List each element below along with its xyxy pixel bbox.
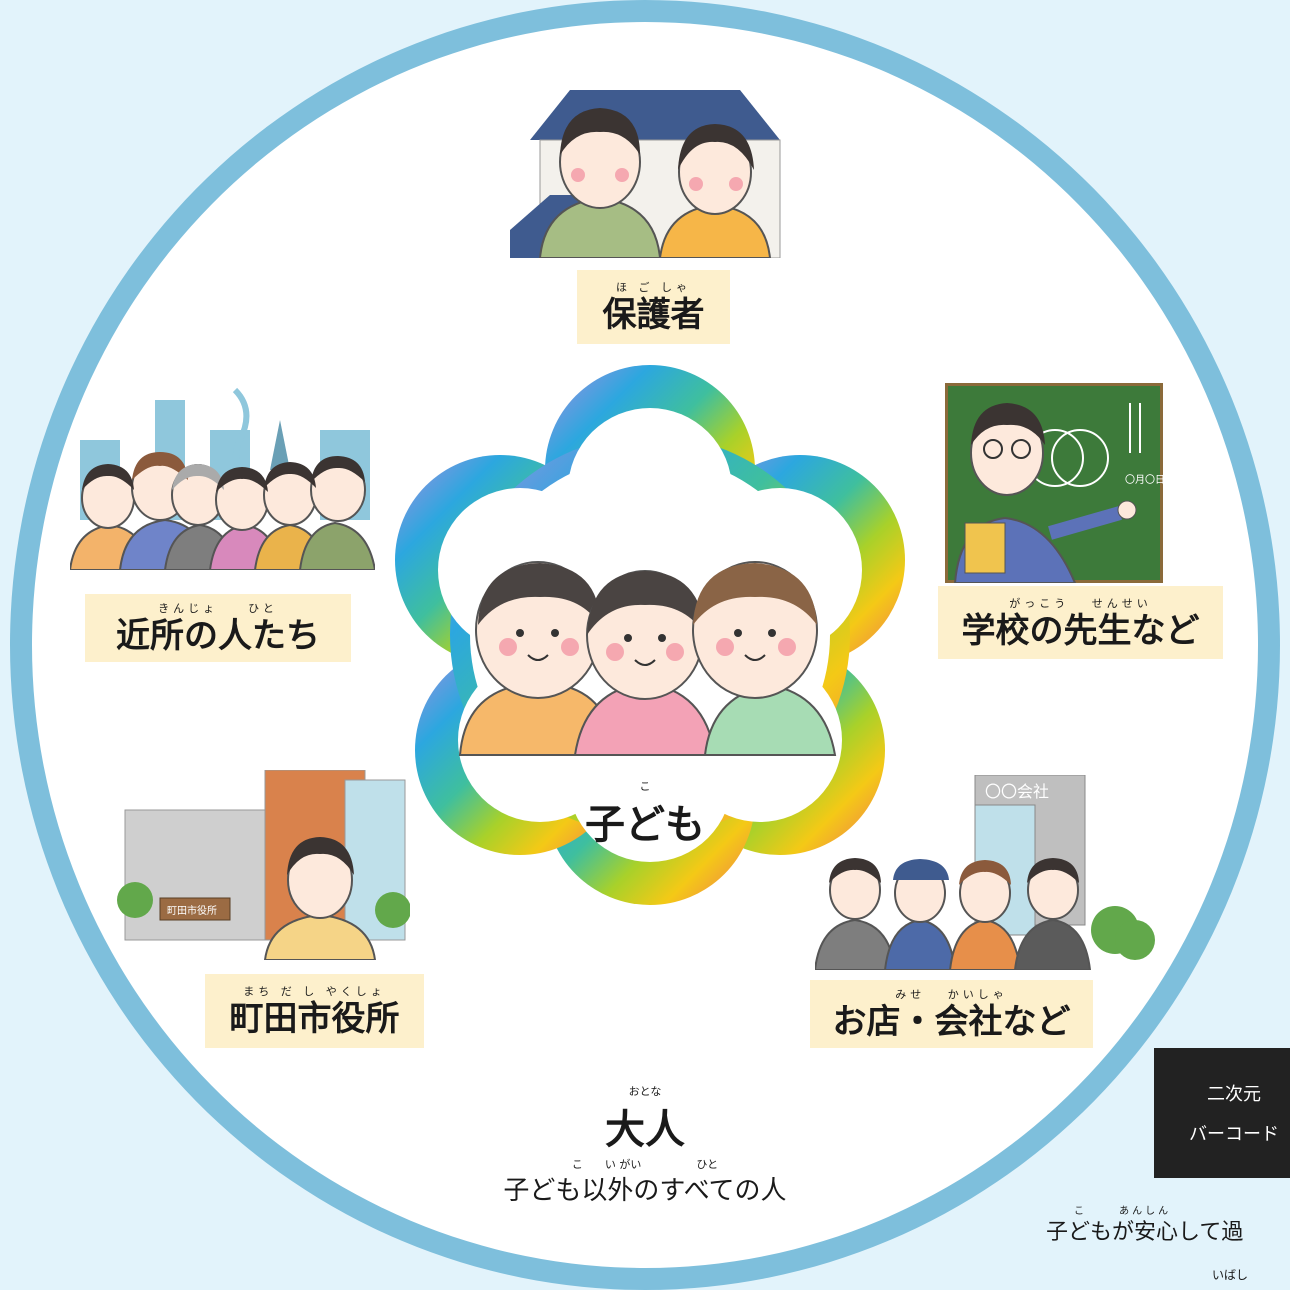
- label-guardians: ほ ご しゃ 保護者: [577, 270, 730, 344]
- label-shops-companies: みせ かいしゃ お店・会社など: [810, 980, 1093, 1048]
- neighbors-illustration: [70, 387, 375, 570]
- svg-text:町田市役所: 町田市役所: [167, 904, 217, 917]
- footer-caption-ruby-next: いばし: [1212, 1268, 1249, 1282]
- adults-description: こ い がい ひと 子ども以外のすべての人: [503, 1158, 787, 1206]
- svg-text:〇〇会社: 〇〇会社: [985, 782, 1049, 801]
- qr-code-placeholder[interactable]: 二次元 バーコード: [1154, 1048, 1290, 1178]
- label-city-hall: まち だ し やくしょ 町田市役所: [205, 974, 424, 1048]
- guardians-illustration: [510, 90, 781, 258]
- city-hall-illustration: 町田市役所: [117, 770, 410, 960]
- center-label-children: こ 子ども: [585, 780, 705, 848]
- shops-companies-illustration: 〇〇会社: [815, 775, 1155, 970]
- children-illustration: [458, 561, 837, 756]
- label-teachers: がっこう せんせい 学校の先生など: [938, 586, 1223, 659]
- svg-text:〇月〇日: 〇月〇日: [1125, 474, 1163, 486]
- label-adults: おとな 大人: [605, 1085, 685, 1153]
- label-neighbors: きんじょ ひと 近所の人たち: [85, 594, 351, 662]
- teacher-illustration: 〇月〇日: [945, 383, 1163, 583]
- footer-caption: こ あんしん 子どもが安心して過: [1046, 1206, 1244, 1245]
